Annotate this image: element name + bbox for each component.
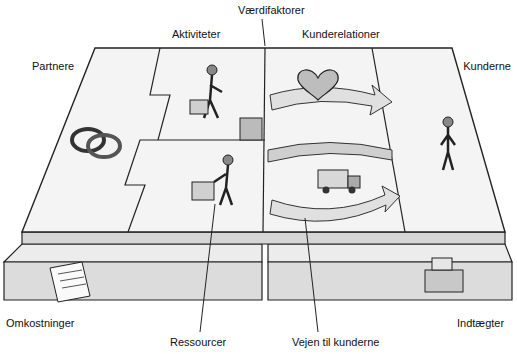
revenue-slab-top [268,244,512,262]
truck-wheel [323,187,330,194]
section-label: Omkostninger [4,317,76,330]
cash-register [425,270,463,292]
resource-head [223,155,233,165]
center-band [268,143,392,163]
cost-slab-top [4,244,262,262]
cost-slab-front [4,262,262,300]
board-edge [22,232,505,244]
register-display [432,258,452,270]
ring-icon [88,135,120,157]
section-label: Aktiviteter [170,28,222,41]
work-box [190,100,208,114]
truck-body [318,170,348,188]
section-label: Partnere [30,60,76,73]
worker-head [207,65,217,75]
section-label: Kunderne [461,60,513,73]
truck-wheel [349,187,356,194]
leader-line [262,19,265,46]
leader-line [305,218,318,332]
section-label: Ressourcer [168,336,228,349]
document-lines [58,270,86,288]
resource-figure [214,165,232,205]
section-label: Indtægter [455,317,506,330]
channel-arrow [270,186,400,221]
value-machine [240,118,262,140]
board-top [22,48,505,232]
customer-figure [441,127,455,170]
section-label: Værdifaktorer [236,4,307,17]
heart-icon [298,70,338,100]
truck-cab [348,176,360,188]
leader-line [200,204,215,332]
cost-document [50,262,90,302]
section-label: Kunderelationer [300,28,382,41]
customer-head [443,117,453,127]
revenue-slab-front [268,262,512,300]
resource-crate [192,182,214,200]
section-label: Vejen til kunderne [290,336,381,349]
